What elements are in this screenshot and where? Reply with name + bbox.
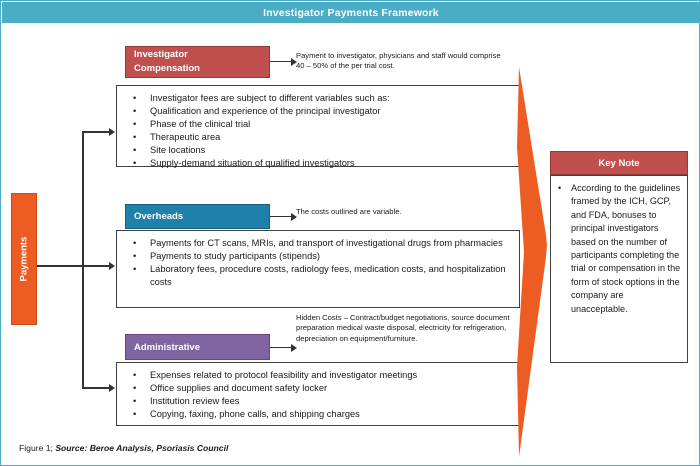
list-item-text: Site locations	[150, 145, 206, 156]
list-item-text: Institution review fees	[150, 396, 240, 407]
list-item-text: Copying, faxing, phone calls, and shippi…	[150, 409, 360, 420]
page-title: Investigator Payments Framework	[2, 2, 700, 23]
list-item: • Supply-demand situation of qualified in…	[123, 157, 511, 170]
list-item: • Payments to study participants (stipend…	[123, 250, 511, 263]
connector-branch-overheads	[82, 265, 110, 267]
list-item: • Payments for CT scans, MRIs, and transp…	[123, 237, 511, 250]
arrowhead-administrative	[109, 384, 115, 392]
chip-label-line1: Administrative	[134, 341, 200, 353]
list-item-text: Phase of the clinical trial	[150, 119, 251, 130]
list-item-text: Investigator fees are subject to differe…	[150, 93, 390, 103]
section-header-investigator-compensation[interactable]: Investigator Compensation	[125, 46, 270, 78]
list-item: • Expenses related to protocol feasibilit…	[123, 369, 511, 382]
bullet-glyph: •	[133, 119, 137, 130]
list-item-text: Payments for CT scans, MRIs, and transpo…	[150, 238, 503, 248]
list-item-text: Laboratory fees, procedure costs, radiol…	[150, 264, 506, 287]
bullet-glyph: •	[133, 238, 137, 248]
annot-arrowhead-administrative	[291, 344, 297, 352]
keynote-list: • According to the guidelines framed by t…	[555, 182, 682, 316]
annotation-administrative: Hidden Costs – Contract/budget negotiati…	[296, 313, 510, 343]
list-item: • According to the guidelines framed by t…	[555, 182, 682, 316]
annot-arrowhead-compensation	[291, 58, 297, 66]
bullet-list-administrative: • Expenses related to protocol feasibilit…	[123, 369, 511, 421]
connector-stem	[37, 265, 83, 267]
bullet-glyph: •	[133, 132, 137, 143]
list-item: • Phase of the clinical trial	[123, 118, 511, 131]
keynote-title: Key Note	[598, 157, 640, 169]
list-item-text: Office supplies and document safety lock…	[150, 383, 328, 394]
annot-connector-compensation	[270, 61, 292, 63]
bullet-glyph: •	[133, 145, 137, 156]
list-item-text: Qualification and experience of the prin…	[150, 106, 381, 117]
annotation-overheads: The costs outlined are variable.	[296, 207, 402, 216]
list-item: • Laboratory fees, procedure costs, radio…	[123, 263, 511, 288]
bullet-glyph: •	[133, 93, 137, 103]
bullet-glyph: •	[133, 264, 137, 275]
bullet-glyph: •	[558, 183, 562, 193]
arrowhead-compensation	[109, 128, 115, 136]
list-item: • Investigator fees are subject to differ…	[123, 92, 511, 105]
caption-source: Source: Beroe Analysis, Psoriasis Counci…	[55, 443, 229, 453]
list-item-text: Therapeutic area	[150, 132, 221, 143]
annotation-investigator-compensation: Payment to investigator, physicians and …	[296, 51, 501, 71]
annot-connector-administrative	[270, 347, 292, 349]
arrowhead-overheads	[109, 262, 115, 270]
list-item: • Site locations	[123, 144, 511, 157]
chip-label-line1: Investigator	[134, 49, 188, 61]
connector-branch-administrative	[82, 387, 110, 389]
bullet-glyph: •	[133, 106, 137, 117]
list-item-text: Expenses related to protocol feasibility…	[150, 370, 418, 380]
list-item: • Office supplies and document safety loc…	[123, 382, 511, 395]
bullet-glyph: •	[133, 158, 137, 169]
list-item: • Institution review fees	[123, 395, 511, 408]
keynote-header: Key Note	[550, 151, 688, 175]
keynote-box: • According to the guidelines framed by t…	[550, 175, 688, 363]
section-header-overheads[interactable]: Overheads	[125, 204, 270, 229]
bullet-box-investigator-compensation: • Investigator fees are subject to differ…	[116, 85, 520, 170]
list-item: • Therapeutic area	[123, 131, 511, 144]
section-header-administrative[interactable]: Administrative	[125, 334, 270, 360]
annot-connector-overheads	[270, 216, 292, 218]
bullet-glyph: •	[133, 383, 137, 394]
bullet-list-overheads: • Payments for CT scans, MRIs, and transp…	[123, 237, 511, 288]
chip-label-line2: Compensation	[134, 63, 200, 74]
bullet-box-overheads: • Payments for CT scans, MRIs, and transp…	[116, 230, 520, 308]
bullet-glyph: •	[133, 409, 137, 420]
figure-caption: Figure 1; Source: Beroe Analysis, Psoria…	[19, 443, 228, 453]
list-item: • Copying, faxing, phone calls, and shipp…	[123, 408, 511, 421]
connector-trunk	[82, 131, 84, 388]
list-item-text: According to the guidelines framed by th…	[571, 183, 681, 314]
payments-label-bar: Payments	[11, 193, 37, 325]
bullet-glyph: •	[133, 370, 137, 380]
bullet-glyph: •	[133, 251, 137, 262]
bullet-box-administrative: • Expenses related to protocol feasibilit…	[116, 362, 520, 426]
caption-figure-number: Figure 1;	[19, 443, 56, 453]
connector-branch-compensation	[82, 131, 110, 133]
bullet-glyph: •	[133, 396, 137, 407]
list-item: • Qualification and experience of the pri…	[123, 105, 511, 118]
bullet-list-investigator-compensation: • Investigator fees are subject to differ…	[123, 92, 511, 170]
list-item-text: Supply-demand situation of qualified inv…	[150, 158, 355, 169]
list-item-text: Payments to study participants (stipends…	[150, 251, 321, 262]
chip-label-line1: Overheads	[134, 211, 184, 222]
payments-label-text: Payments	[18, 236, 30, 282]
annot-arrowhead-overheads	[291, 213, 297, 221]
